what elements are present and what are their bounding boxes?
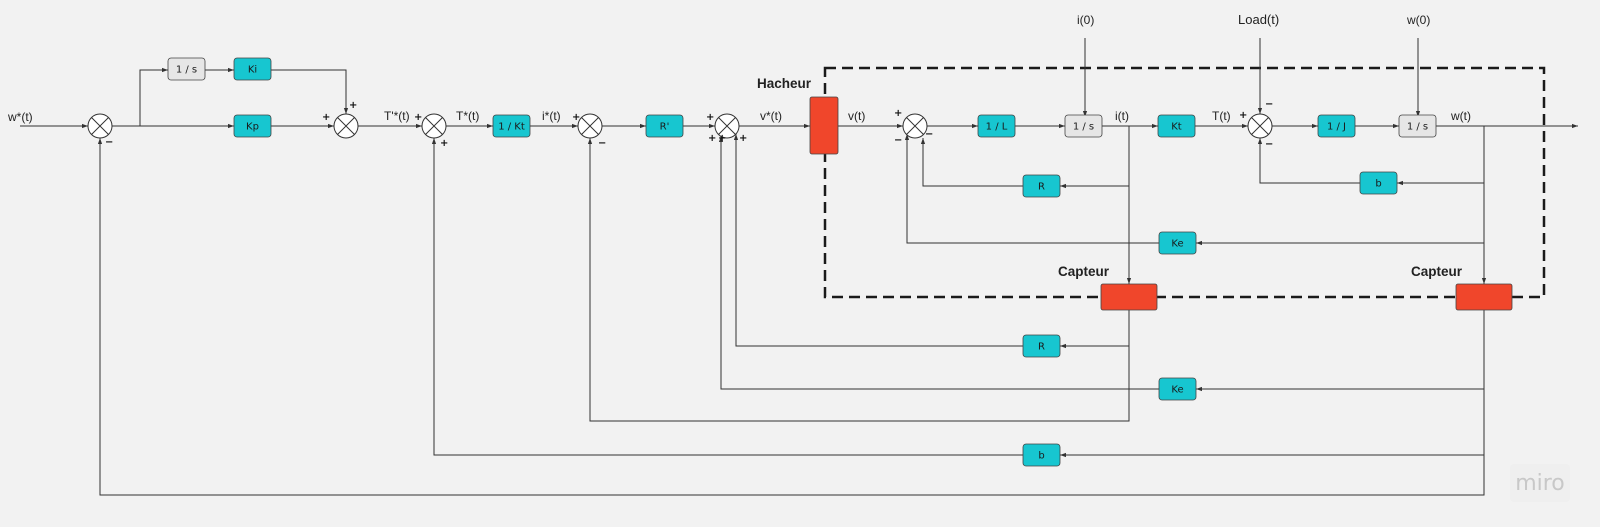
block-integrator-current[interactable]: 1 / s <box>1064 114 1103 138</box>
summing-junctions <box>87 113 1273 139</box>
block-label: Ke <box>1171 239 1183 250</box>
signal-t-prime-ref: T'*(t) <box>384 109 410 123</box>
svg-text:+: + <box>894 108 902 119</box>
sum-motor-voltage <box>902 113 928 139</box>
block-label: R' <box>660 122 670 133</box>
block-r-feedforward[interactable]: R <box>1022 334 1061 358</box>
svg-text:+: + <box>708 133 716 144</box>
block-label: R <box>1038 342 1045 353</box>
block-inv-j[interactable]: 1 / J <box>1317 114 1356 138</box>
speed-sensor-block[interactable] <box>1455 283 1513 311</box>
svg-text:+: + <box>1239 110 1247 121</box>
chopper-label: Hacheur <box>757 76 812 91</box>
block-label: R <box>1038 182 1045 193</box>
block-label: 1 / Kt <box>498 122 525 133</box>
svg-text:+: + <box>414 112 422 123</box>
svg-text:+: + <box>718 133 726 144</box>
svg-text:−: − <box>105 137 113 148</box>
sum-motor-torque <box>1247 113 1273 139</box>
block-r-inner[interactable]: R <box>1022 174 1061 198</box>
svg-text:+: + <box>739 133 747 144</box>
block-label: 1 / J <box>1327 122 1346 133</box>
svg-text:+: + <box>322 112 330 123</box>
block-label: b <box>1375 179 1381 190</box>
block-label: Kt <box>1171 122 1182 133</box>
block-integrator-pi[interactable]: 1 / s <box>167 57 206 81</box>
block-label: 1 / s <box>176 65 197 76</box>
block-inv-kt[interactable]: 1 / Kt <box>492 114 531 138</box>
svg-text:+: + <box>572 112 580 123</box>
input-w0: w(0) <box>1406 13 1430 27</box>
chopper-block[interactable] <box>809 96 839 155</box>
current-sensor-block[interactable] <box>1100 283 1158 311</box>
signal-i-ref: i*(t) <box>542 109 561 123</box>
block-b-inner[interactable]: b <box>1359 171 1398 195</box>
input-load: Load(t) <box>1238 12 1279 27</box>
svg-text:+: + <box>349 100 357 111</box>
svg-text:−: − <box>925 129 933 140</box>
block-ki[interactable]: Ki <box>233 57 272 81</box>
block-ke-inner[interactable]: Ke <box>1158 231 1197 255</box>
signal-i: i(t) <box>1115 109 1129 123</box>
block-kt[interactable]: Kt <box>1157 114 1196 138</box>
block-label: Ki <box>248 65 257 76</box>
svg-text:−: − <box>1265 99 1273 110</box>
sum-speed-error <box>87 113 113 139</box>
block-label: 1 / s <box>1073 122 1094 133</box>
block-b-feedforward[interactable]: b <box>1022 443 1061 467</box>
block-label: 1 / L <box>986 122 1008 133</box>
signal-torque: T(t) <box>1212 109 1231 123</box>
svg-text:−: − <box>894 135 902 146</box>
block-integrator-speed[interactable]: 1 / s <box>1398 114 1437 138</box>
signal-v-ref: v*(t) <box>760 109 782 123</box>
svg-text:−: − <box>598 138 606 149</box>
plant-boundary <box>823 66 1546 299</box>
block-label: b <box>1038 451 1044 462</box>
svg-text:+: + <box>706 112 714 123</box>
signal-w-ref: w*(t) <box>7 110 33 124</box>
signal-v: v(t) <box>848 109 865 123</box>
block-r-prime[interactable]: R' <box>645 114 684 138</box>
sum-pi <box>333 113 359 139</box>
speed-sensor-label: Capteur <box>1411 264 1463 279</box>
block-kp[interactable]: Kp <box>233 114 272 138</box>
svg-text:miro: miro <box>1515 471 1565 496</box>
connections <box>20 38 1578 496</box>
block-inv-l[interactable]: 1 / L <box>977 114 1016 138</box>
junction-signs: − + + + + + − + + + + + − − + − − <box>105 99 1273 150</box>
input-i0: i(0) <box>1077 13 1094 27</box>
block-label: 1 / s <box>1407 122 1428 133</box>
sum-voltage <box>714 113 740 139</box>
signal-t-ref: T*(t) <box>456 109 479 123</box>
block-label: Ke <box>1171 385 1183 396</box>
current-sensor-label: Capteur <box>1058 264 1110 279</box>
sum-torque <box>421 113 447 139</box>
miro-watermark: miro <box>1510 464 1570 502</box>
block-ke-feedforward[interactable]: Ke <box>1158 377 1197 401</box>
signal-w: w(t) <box>1450 109 1471 123</box>
svg-text:+: + <box>440 138 448 149</box>
sum-current-error <box>577 113 603 139</box>
block-label: Kp <box>246 122 259 133</box>
svg-text:−: − <box>1265 139 1273 150</box>
